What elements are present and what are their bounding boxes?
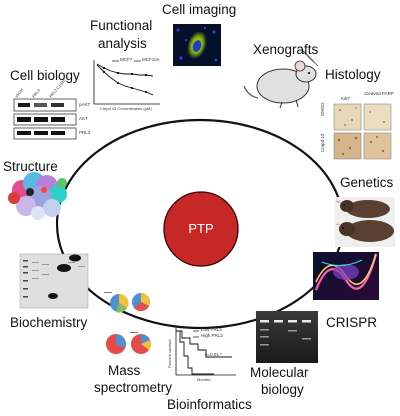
functional-analysis-chart	[93, 60, 160, 105]
mass-spectrometry-label-line2: spectrometry	[94, 380, 173, 395]
bioinformatics-label: Bioinformatics	[167, 397, 252, 412]
survival-legend-high: High PRL3	[201, 333, 223, 338]
blot-label-prl3: PRL3	[79, 130, 91, 135]
functional-legend-mcf7: MCF7	[120, 57, 133, 62]
survival-legend-low: Low PRL3	[201, 327, 222, 332]
survival-x-axis-label: Months	[197, 377, 211, 382]
molecular-biology-label-line1: Molecular	[250, 365, 309, 380]
center-label: PTP	[188, 221, 214, 236]
mass-spec-pies	[104, 292, 151, 354]
protein-structure	[8, 172, 67, 220]
survival-y-axis-label: Percent survival	[167, 339, 172, 368]
functional-analysis-label-line1: Functional	[90, 18, 153, 33]
genetics-label: Genetics	[340, 175, 394, 190]
mass-spectrometry-label-line1: Mass	[108, 363, 141, 378]
center-circle	[163, 191, 239, 267]
svg-text:shCtrl: shCtrl	[14, 87, 25, 98]
crispr-label: CRISPR	[326, 315, 378, 330]
histology-row-dmso: DMSO	[320, 102, 325, 117]
protein-gel	[19, 253, 89, 309]
xenografts-label: Xenografts	[253, 42, 319, 57]
cell-imaging-label: Cell imaging	[162, 2, 237, 17]
histology-label: Histology	[325, 67, 381, 82]
structure-label: Structure	[3, 159, 58, 174]
svg-text:+/-: +/-	[336, 199, 341, 204]
svg-text:PRL3: PRL3	[31, 87, 42, 98]
crispr-illustration	[313, 252, 379, 300]
histology-row-cmpd: Cmpd 43	[320, 133, 325, 152]
survival-curve	[175, 328, 236, 376]
svg-text:-/-: -/-	[336, 221, 340, 226]
cell-biology-label: Cell biology	[10, 68, 80, 83]
biochemistry-label: Biochemistry	[10, 315, 88, 330]
histology-col-ki67: Ki67	[341, 96, 351, 101]
xenograft-mouse	[243, 49, 319, 109]
dna-gel	[256, 311, 318, 363]
histology-col-parp: Cleaved PARP	[364, 91, 394, 96]
functional-analysis-label-line2: analysis	[98, 36, 147, 51]
functional-x-axis-label: Cmpd 43 Concentration (µM)	[100, 106, 152, 111]
cell-imaging-micrograph	[173, 24, 221, 66]
molecular-biology-label-line2: biology	[261, 382, 304, 397]
western-blot: shCtrl PRL3 PRL3 C104S	[13, 77, 77, 140]
blot-label-akt: AKT	[79, 116, 88, 121]
survival-pvalue: p=0.01 *	[205, 352, 222, 357]
histology-panels	[333, 103, 392, 160]
blot-label-pakt: pAKT	[79, 102, 91, 107]
genetics-mice-photo: +/- -/-	[335, 197, 395, 247]
functional-legend-mcf10a: MCF10A	[142, 57, 160, 62]
